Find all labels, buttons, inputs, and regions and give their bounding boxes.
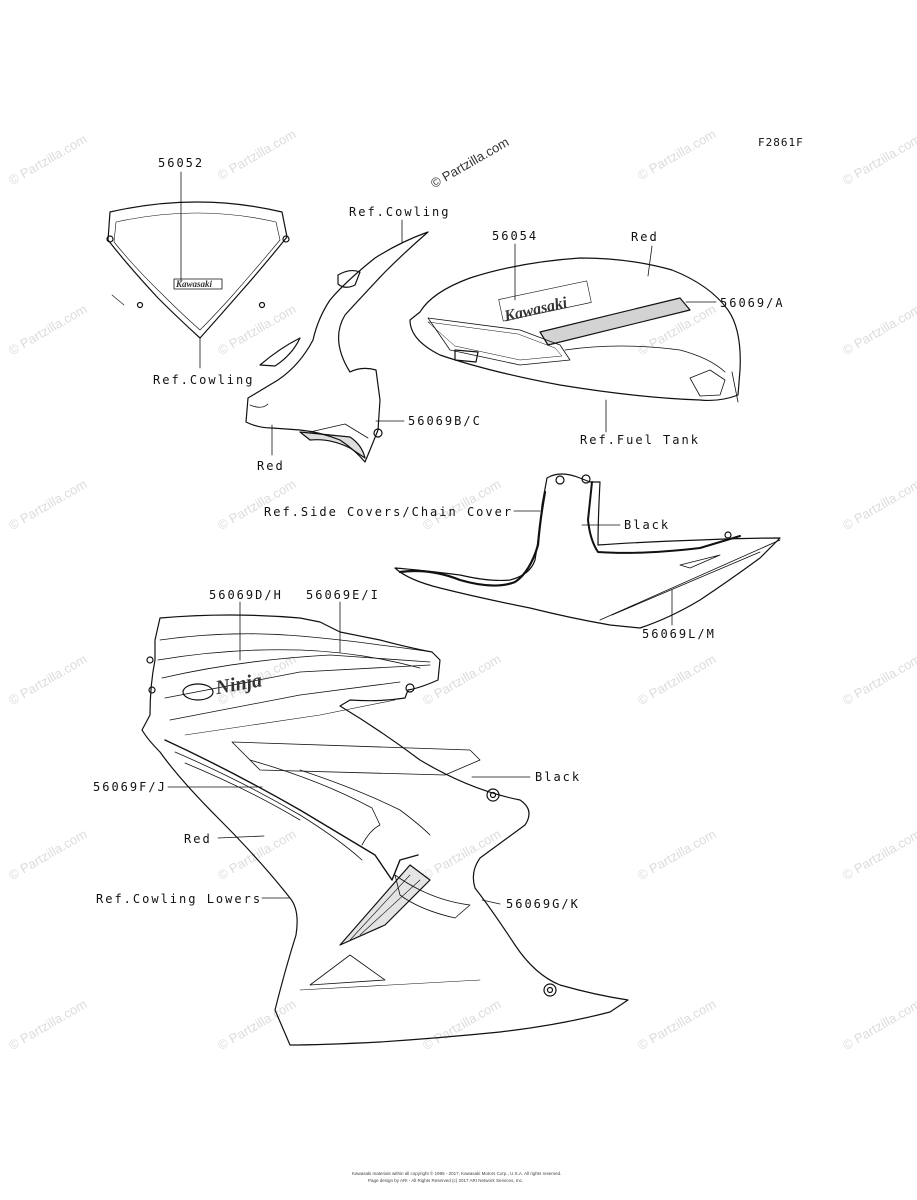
label-red-tank: Red [631, 230, 659, 244]
label-56069-g-k[interactable]: 56069G/K [506, 897, 580, 911]
diagram-code: F2861F [758, 136, 804, 149]
label-ref-fuel-tank[interactable]: Ref.Fuel Tank [580, 433, 700, 447]
footer-page-design: Page design by ARI - All Rights Reserved… [368, 1178, 524, 1183]
svg-text:Kawasaki: Kawasaki [502, 294, 570, 325]
label-ref-cowling-top[interactable]: Ref.Cowling [349, 205, 451, 219]
svg-text:Ninja: Ninja [213, 669, 264, 699]
label-56069-a[interactable]: 56069/A [720, 296, 785, 310]
label-56069-f-j[interactable]: 56069F/J [93, 780, 167, 794]
label-ref-cowling-lowers[interactable]: Ref.Cowling Lowers [96, 892, 263, 906]
label-56069-l-m[interactable]: 56069L/M [642, 627, 716, 641]
side-cover-part [394, 473, 781, 629]
svg-text:Kawasaki: Kawasaki [175, 279, 213, 289]
label-ref-cowling-left[interactable]: Ref.Cowling [153, 373, 255, 387]
lower-cowling-part [141, 614, 629, 1046]
label-56069-b-c[interactable]: 56069B/C [408, 414, 482, 428]
logo-artwork: Kawasaki Kawasaki Ninja [175, 279, 569, 699]
label-black-lower: Black [535, 770, 582, 784]
windshield-part [106, 201, 290, 339]
label-red-cowling: Red [257, 459, 285, 473]
label-56069-e-i[interactable]: 56069E/I [306, 588, 380, 602]
fuel-tank-part [409, 257, 741, 403]
label-ref-side-covers[interactable]: Ref.Side Covers/Chain Cover [264, 505, 514, 519]
upper-cowling-part [245, 231, 429, 463]
leader-lines [167, 171, 717, 905]
label-56069-d-h[interactable]: 56069D/H [209, 588, 283, 602]
label-56054[interactable]: 56054 [492, 229, 539, 243]
label-red-lower: Red [184, 832, 212, 846]
label-56052[interactable]: 56052 [158, 156, 205, 170]
footer-copyright: Kawasaki materials within all copyright … [352, 1171, 562, 1176]
label-black-side: Black [624, 518, 671, 532]
